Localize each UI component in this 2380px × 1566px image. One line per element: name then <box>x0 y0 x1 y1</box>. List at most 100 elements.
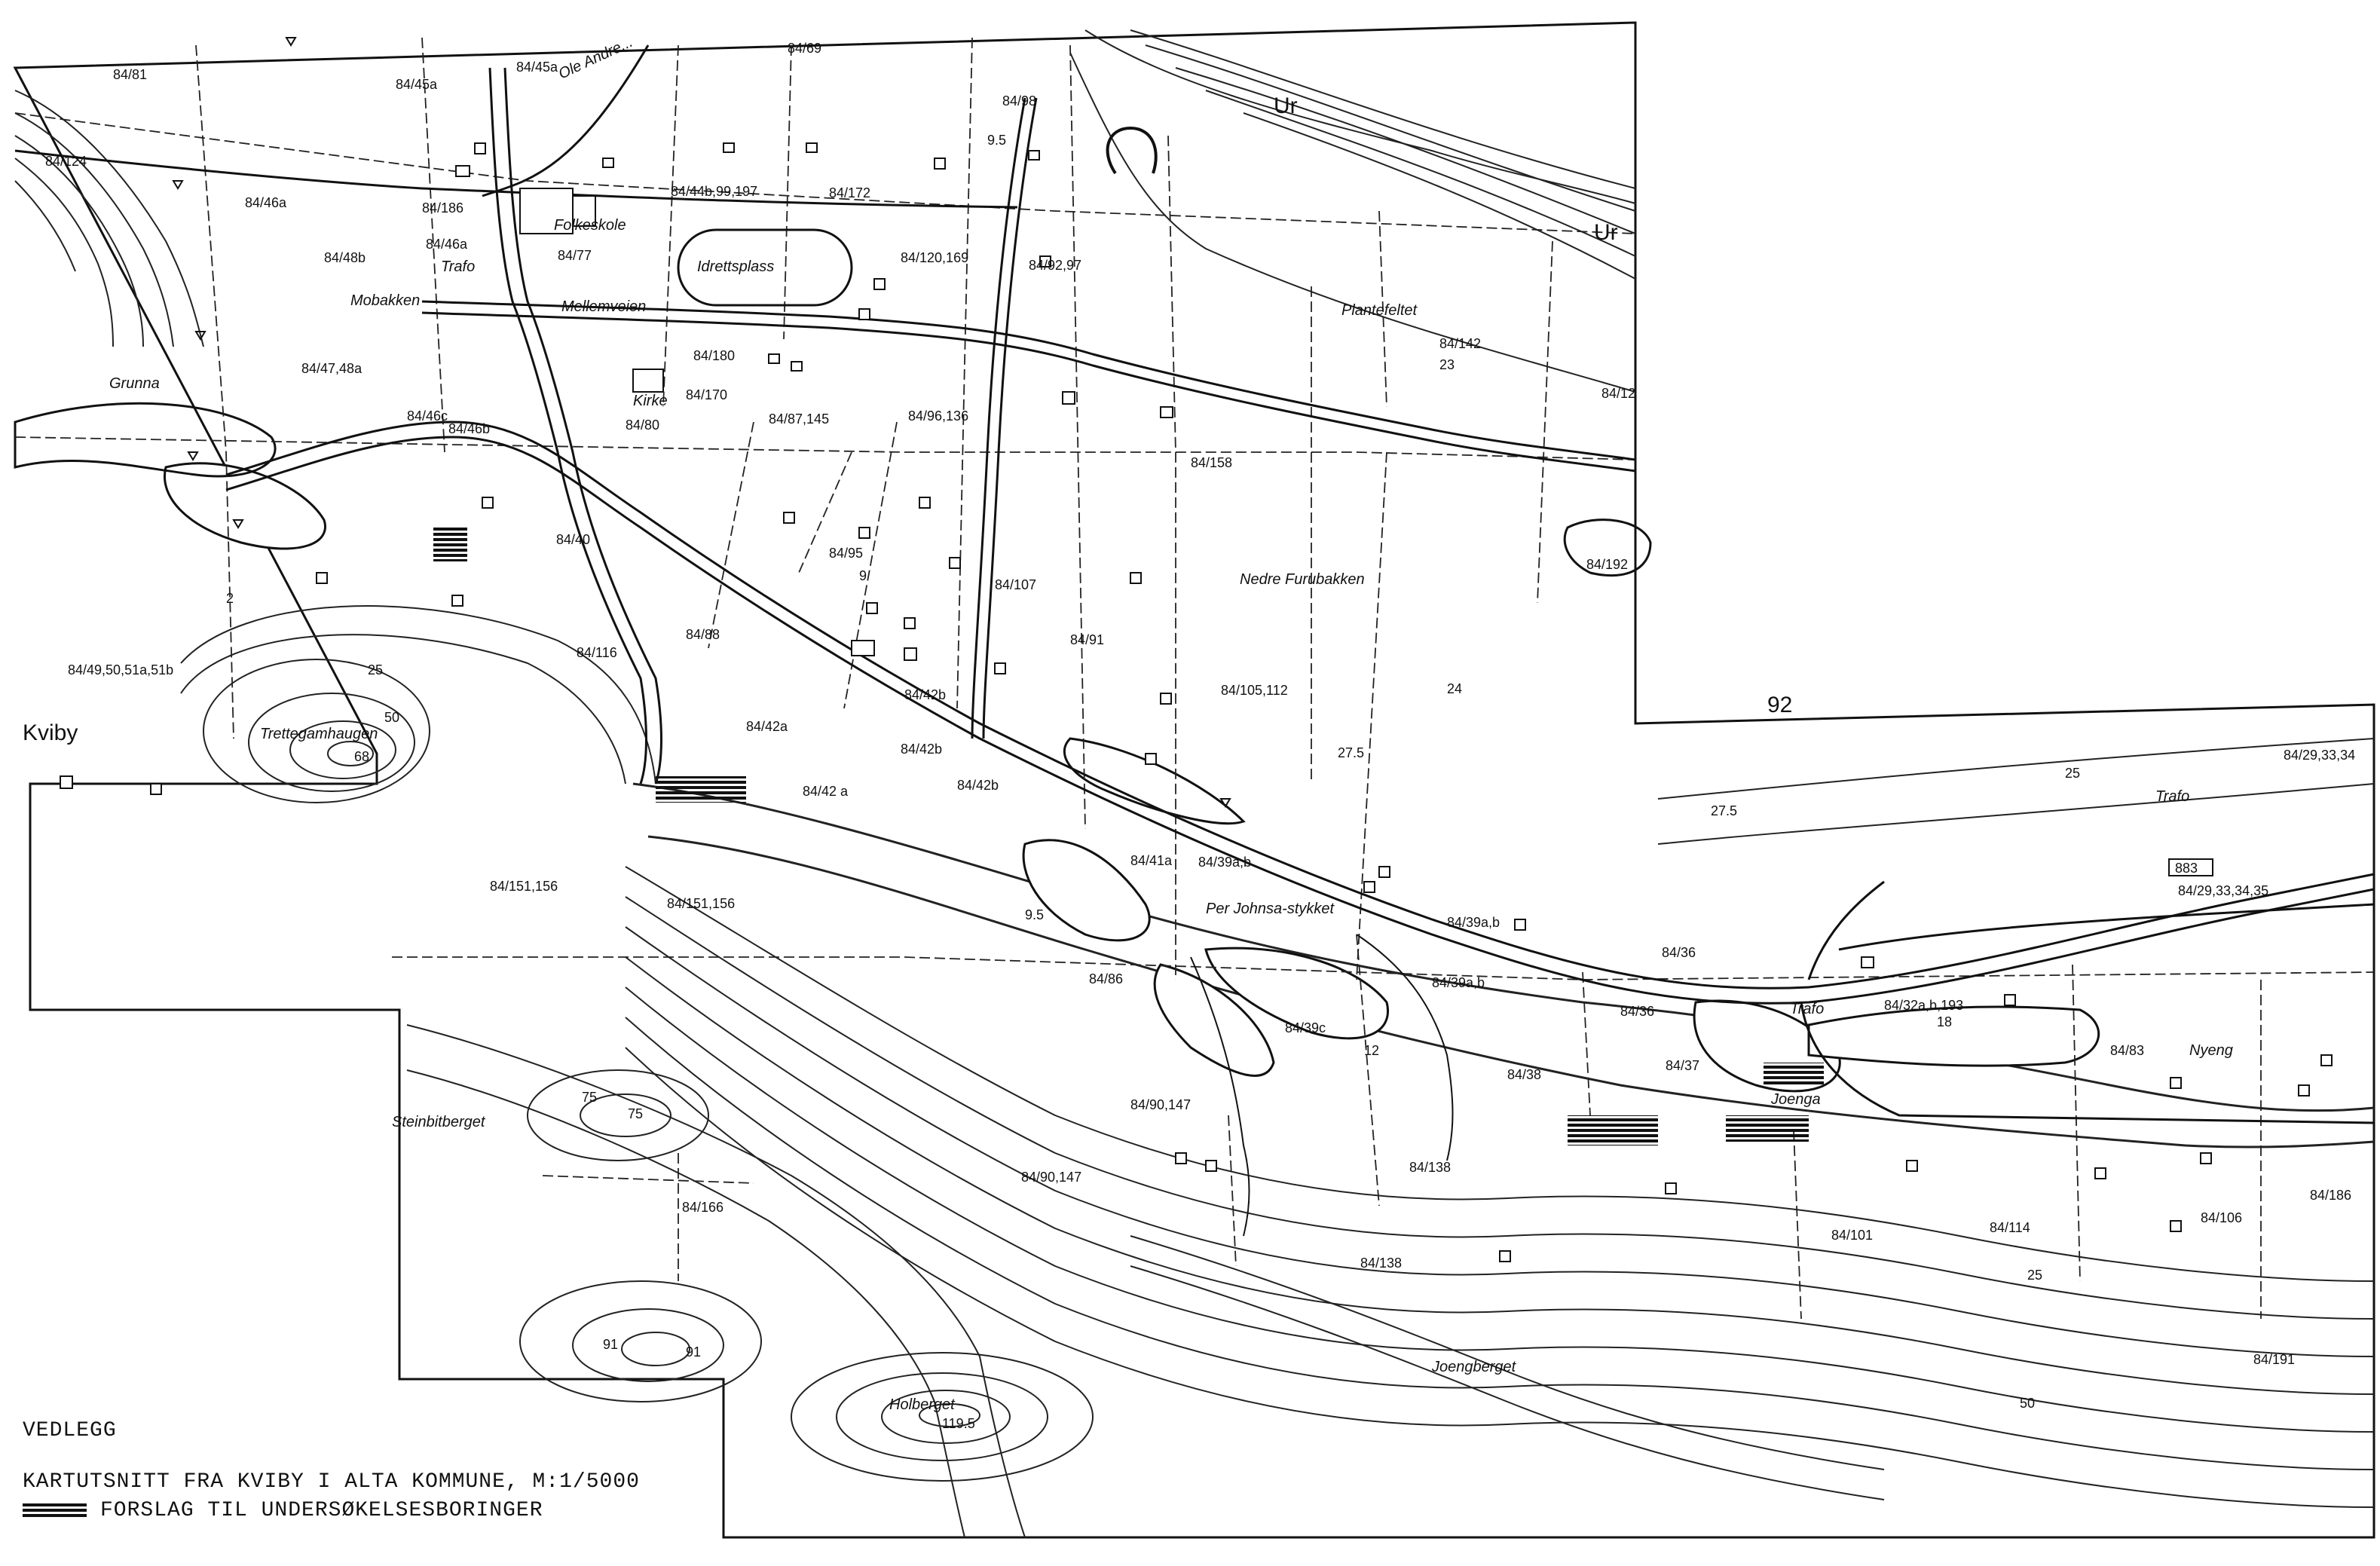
legend-heading: VEDLEGG <box>23 1419 117 1442</box>
label-trafo-1: Trafo <box>441 258 475 275</box>
plot-label: 84/158 <box>1191 455 1232 470</box>
label-folkeskole: Folkeskole <box>554 217 626 234</box>
label-plantefeltet: Plantefeltet <box>1341 302 1418 319</box>
plot-label: 84/90,147 <box>1021 1170 1081 1185</box>
label-grunna: Grunna <box>109 375 160 392</box>
plot-label: 84/88 <box>686 627 720 642</box>
label-joenga: Joenga <box>1770 1091 1821 1108</box>
plot-label: 84/90,147 <box>1130 1097 1191 1112</box>
plot-label: 84/39a,b <box>1447 915 1500 930</box>
legend-borehole-label: FORSLAG TIL UNDERSØKELSESBORINGER <box>100 1498 543 1522</box>
plot-label: 84/106 <box>2201 1210 2242 1225</box>
label-ur-1: Ur <box>1274 93 1298 118</box>
plot-label: 84/151,156 <box>490 879 558 894</box>
plot-label: 84/87,145 <box>769 411 829 427</box>
label-nyeng: Nyeng <box>2189 1042 2233 1059</box>
plot-label: 84/45a <box>516 60 558 75</box>
plot-label: 84/96,136 <box>908 408 968 424</box>
map-legend: VEDLEGG KARTUTSNITT FRA KVIBY I ALTA KOM… <box>23 1417 776 1525</box>
plot-label: 84/170 <box>686 387 727 402</box>
plot-label: 84/166 <box>682 1200 723 1215</box>
plot-label: 84/124 <box>45 154 87 169</box>
plot-label: 84/138 <box>1360 1256 1402 1271</box>
plot-label: 84/172 <box>829 185 870 200</box>
plot-label: 84/69 <box>788 41 821 56</box>
plot-label: 84/86 <box>1089 971 1123 986</box>
elevation-label: 75 <box>582 1090 597 1105</box>
elevation-label: 23 <box>1439 357 1455 372</box>
label-holberget: Holberget <box>889 1396 956 1413</box>
plot-label: 84/191 <box>2253 1352 2295 1367</box>
elevation-label: 25 <box>368 662 383 677</box>
plot-label: 84/49,50,51a,51b <box>68 662 173 677</box>
elevation-label: 18 <box>1937 1014 1952 1029</box>
label-trafo-2: Trafo <box>1790 1001 1824 1017</box>
place-labels: Folkeskole Idrettsplass Mellemveien Moba… <box>23 34 2233 1413</box>
label-idrettsplass: Idrettsplass <box>697 258 774 275</box>
plot-label: 84/46b <box>448 421 490 436</box>
plot-label: 84/151,156 <box>667 896 735 911</box>
plot-label: 84/95 <box>829 546 863 561</box>
plot-label: 84/36 <box>1662 945 1696 960</box>
plot-label: 84/46c <box>407 408 448 424</box>
contour-lines <box>14 29 2375 1538</box>
buildings <box>60 142 2333 1262</box>
plot-label: 84/12 <box>1601 386 1635 401</box>
elevation-label: 9.5 <box>987 133 1006 148</box>
elevation-label: 50 <box>2020 1396 2035 1411</box>
plot-label: 84/39a,b <box>1432 975 1485 990</box>
plot-label: 84/42b <box>904 687 946 702</box>
plot-label: 84/32a,b,193 <box>1884 998 1963 1013</box>
plot-label: 84/77 <box>558 248 592 263</box>
elevation-label: 2 <box>226 591 234 606</box>
plot-label: 84/180 <box>693 348 735 363</box>
elevation-labels: 9.5 25 50 68 2 9.5 12 18 23 24 27.5 27.5… <box>226 133 2080 1431</box>
plot-label: 84/80 <box>626 417 659 433</box>
plot-label: 84/114 <box>1990 1220 2030 1235</box>
plot-label: 84/38 <box>1507 1067 1541 1082</box>
label-steinbitberget: Steinbitberget <box>392 1114 486 1130</box>
legend-borehole-row: FORSLAG TIL UNDERSØKELSESBORINGER <box>23 1497 776 1525</box>
plot-label: 84/29,33,34 <box>2284 748 2355 763</box>
plot-label: 84/42b <box>957 778 999 793</box>
plot-label: 84/40 <box>556 532 590 547</box>
elevation-label: 27.5 <box>1711 803 1737 818</box>
plot-label: 84/192 <box>1586 557 1628 572</box>
elevation-label: 119.5 <box>942 1416 975 1431</box>
elevation-label: 75 <box>628 1106 643 1121</box>
elevation-label: 27.5 <box>1338 745 1364 760</box>
elevation-label: 50 <box>384 710 399 725</box>
plot-label: 84/42b <box>901 742 942 757</box>
plot-label: 84/44b,99,197 <box>671 184 757 199</box>
plot-label: 84/37 <box>1666 1058 1699 1073</box>
plot-label: 84/107 <box>995 577 1036 592</box>
plot-label: 84/47,48a <box>301 361 363 376</box>
plot-label: 84/45a <box>396 77 438 92</box>
plot-label: 84/36 <box>1620 1004 1654 1019</box>
elevation-label: 25 <box>2065 766 2080 781</box>
proposed-boreholes <box>433 528 1824 1145</box>
legend-title: KARTUTSNITT FRA KVIBY I ALTA KOMMUNE, M:… <box>23 1470 640 1494</box>
plot-label: 84/39c <box>1285 1020 1326 1035</box>
elevation-label: 9 <box>859 568 867 583</box>
label-joengberget: Joengberget <box>1431 1359 1517 1375</box>
plot-label: 84/186 <box>422 200 463 216</box>
plot-label: 84/41a <box>1130 853 1173 868</box>
plot-labels: 84/81 84/45a 84/45a 84/69 84/98 84/124 8… <box>45 41 2355 1367</box>
plot-label: 84/48b <box>324 250 366 265</box>
elevation-label: 68 <box>354 749 369 764</box>
borehole-symbol-icon <box>23 1503 87 1518</box>
sheet-borders <box>13 21 2375 1539</box>
plot-label: 84/81 <box>113 67 147 82</box>
elevation-label: 91 <box>686 1344 701 1360</box>
label-mobakken: Mobakken <box>350 292 420 309</box>
roads <box>14 44 2375 1237</box>
elevation-label: 24 <box>1447 681 1462 696</box>
plot-label: 84/29,33,34,35 <box>2178 883 2268 898</box>
plot-label: 84/83 <box>2110 1043 2144 1058</box>
plot-label: 84/92,97 <box>1029 258 1081 273</box>
plot-label: 84/186 <box>2310 1188 2351 1203</box>
elevation-label: 9.5 <box>1025 907 1044 922</box>
plot-label: 84/116 <box>577 645 617 660</box>
